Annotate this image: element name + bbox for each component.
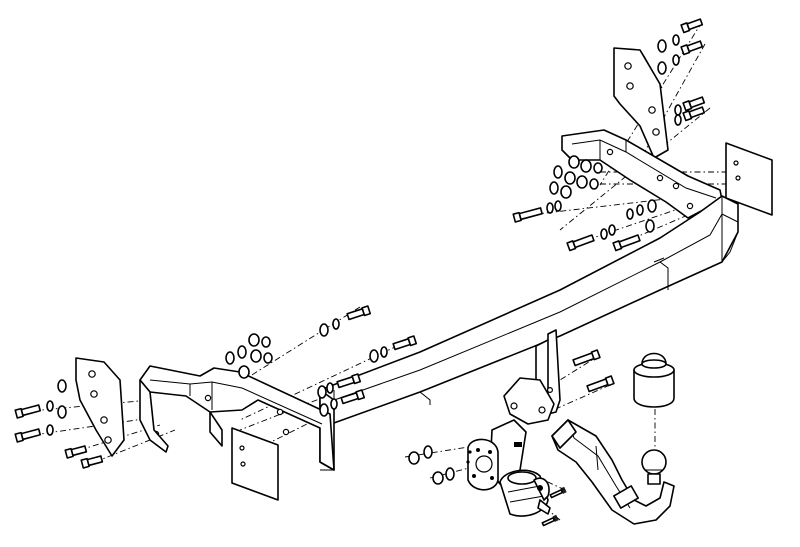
- washer-icon: [674, 114, 682, 126]
- washer-icon: [600, 228, 608, 240]
- nut-icon: [408, 451, 420, 465]
- tow-ball-neck: [551, 419, 675, 525]
- left-side-arm: [139, 365, 335, 471]
- fastener-set-socket: [408, 445, 567, 527]
- bolt-icon: [682, 96, 706, 112]
- bolt-icon: [346, 305, 372, 321]
- washer-icon: [57, 405, 67, 419]
- washer-icon: [608, 224, 616, 236]
- washer-icon: [332, 318, 340, 330]
- bolt-set-tow-ball: [572, 349, 615, 393]
- screw-icon: [541, 514, 559, 527]
- bolt-icon: [14, 428, 42, 443]
- washer-icon: [225, 351, 235, 365]
- nut-icon: [568, 155, 580, 169]
- bolt-set-top-right: [657, 18, 706, 126]
- bolt-icon: [512, 207, 543, 223]
- tow-ball: [641, 449, 667, 485]
- bolt-icon: [80, 455, 104, 469]
- bolt-icon: [64, 445, 88, 459]
- washer-icon: [423, 445, 433, 459]
- nut-icon: [576, 175, 588, 189]
- bolt-set-far-left: [14, 379, 104, 469]
- washer-icon: [237, 345, 247, 359]
- nut-icon: [432, 471, 444, 485]
- washer-icon: [369, 349, 379, 363]
- nut-icon: [589, 178, 599, 190]
- washer-icon: [674, 104, 682, 116]
- nut-icon: [250, 349, 262, 363]
- right-side-arm: [561, 129, 723, 219]
- washer-icon: [46, 400, 54, 412]
- washer-icon: [647, 199, 657, 213]
- bolt-icon: [336, 373, 362, 389]
- bolt-icon: [680, 18, 704, 34]
- bolt-icon: [586, 375, 615, 393]
- right-vehicle-mounting-plate: [725, 142, 773, 216]
- nut-icon: [263, 352, 273, 364]
- washer-icon: [636, 204, 644, 216]
- bolt-icon: [340, 389, 366, 405]
- main-cross-beam: [319, 195, 739, 471]
- bolt-icon: [14, 404, 42, 419]
- washer-icon: [319, 323, 329, 337]
- washer-icon: [554, 200, 562, 212]
- washer-icon: [645, 219, 655, 233]
- washer-icon: [626, 208, 634, 220]
- bolt-icon: [680, 40, 704, 56]
- screw-icon: [549, 486, 567, 499]
- washer-icon: [657, 61, 667, 75]
- nut-icon: [560, 185, 572, 199]
- bolt-icon: [572, 349, 601, 367]
- tow-ball-cap: [633, 352, 675, 408]
- washer-icon: [549, 181, 559, 195]
- bolt-icon: [392, 335, 418, 351]
- washer-icon: [57, 379, 67, 393]
- washer-icon: [319, 403, 329, 417]
- nut-icon: [580, 159, 592, 173]
- center-mounting-lug: [503, 329, 561, 425]
- nut-icon: [261, 336, 271, 348]
- nut-icon: [593, 162, 603, 174]
- washer-icon: [546, 202, 554, 214]
- nut-set-right-arm: [512, 155, 657, 252]
- bolt-icon: [566, 234, 595, 252]
- bolt-icon: [612, 234, 641, 252]
- nut-icon: [238, 365, 250, 379]
- washer-icon: [326, 382, 334, 394]
- left-vehicle-mounting-plate: [231, 427, 279, 501]
- washer-icon: [317, 385, 327, 399]
- washer-icon: [380, 346, 388, 358]
- washer-icon: [445, 467, 455, 481]
- nut-icon: [564, 171, 576, 185]
- washer-icon: [672, 54, 680, 66]
- washer-icon: [672, 34, 680, 46]
- socket-mounting-plate: [467, 419, 527, 491]
- washer-icon: [46, 424, 54, 436]
- electrical-socket: [499, 469, 551, 517]
- washer-icon: [657, 39, 667, 53]
- fastener-set-left-arm: [225, 305, 418, 417]
- nut-icon: [248, 333, 260, 347]
- washer-icon: [330, 398, 338, 410]
- bolt-icon: [682, 106, 706, 122]
- left-bracket: [75, 357, 125, 457]
- washer-icon: [553, 165, 563, 179]
